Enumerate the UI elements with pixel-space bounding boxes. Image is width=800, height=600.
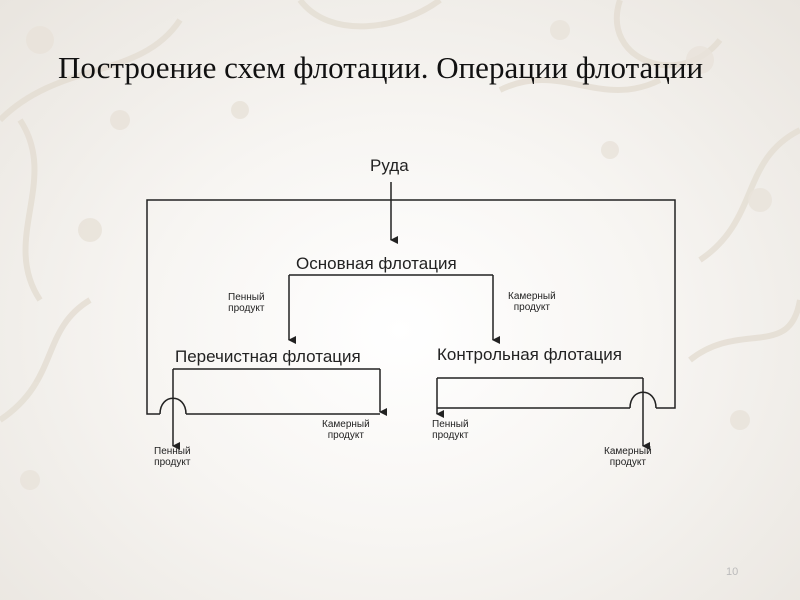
node-ore: Руда [370,156,409,175]
control-cell-hook [629,391,657,409]
edge-control-froth-recycle [391,199,676,409]
page-number: 10 [726,566,739,578]
node-cleaner-flotation: Перечистная флотация [175,347,361,366]
slide-title: Построение схем флотации. Операции флота… [58,50,704,85]
edge-cleaner-tailings-recycle [146,199,391,415]
node-main-flotation: Основная флотация [296,254,457,273]
node-control-flotation: Контрольная флотация [437,345,622,364]
